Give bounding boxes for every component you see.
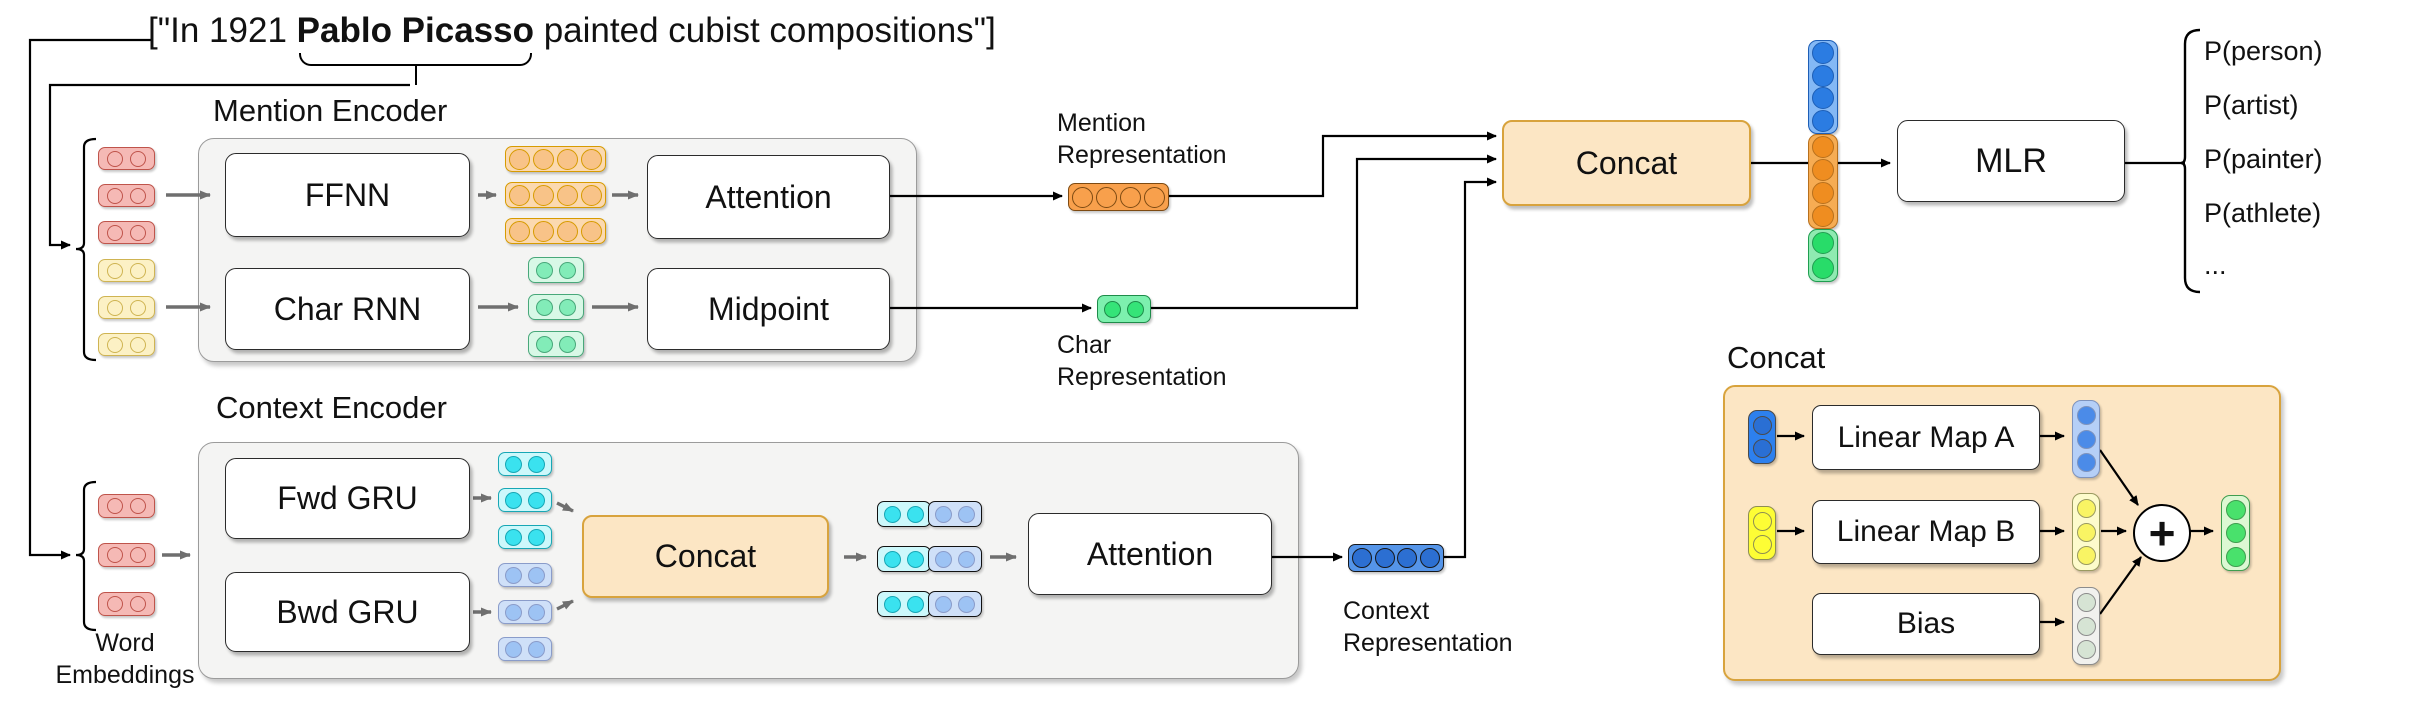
mlr-box: MLR xyxy=(1897,120,2125,202)
fwd-gru-state-pill xyxy=(498,488,552,512)
char-rnn-output-pill xyxy=(528,257,584,283)
stacked-context-vector xyxy=(1808,40,1838,134)
mention-underbrace xyxy=(298,53,532,85)
ffnn-box: FFNN xyxy=(225,153,470,237)
context-attention-box: Attention xyxy=(1028,513,1272,595)
bwd-gru-box: Bwd GRU xyxy=(225,572,470,652)
input-sentence: ["In 1921 Pablo Picasso painted cubist c… xyxy=(148,10,996,85)
bwd-gru-state-pill xyxy=(498,563,552,587)
stacked-mention-vector xyxy=(1808,134,1838,229)
bwd-gru-state-pill xyxy=(498,600,552,624)
main-concat-label: Concat xyxy=(1575,144,1678,181)
sum-node: + xyxy=(2133,504,2191,562)
output-probability: P(athlete) xyxy=(2204,198,2322,228)
mention-representation-label: Mention Representation xyxy=(1057,109,1227,169)
fwd-gru-box: Fwd GRU xyxy=(225,458,470,539)
linear-map-b-box: Linear Map B xyxy=(1812,500,2040,564)
ffnn-output-pill xyxy=(505,218,606,244)
mention-word-embedding-pill xyxy=(98,221,155,244)
context-representation-pill xyxy=(1348,544,1444,572)
bias-output-pill xyxy=(2072,587,2100,665)
output-probability: P(artist) xyxy=(2204,90,2299,120)
char-rnn-output-pill xyxy=(528,294,584,320)
context-word-embedding-pill xyxy=(98,592,155,616)
ffnn-output-pill xyxy=(505,146,606,172)
midpoint-box: Midpoint xyxy=(647,268,890,350)
char-representation-pill xyxy=(1097,295,1151,323)
ffnn-label: FFNN xyxy=(304,176,391,213)
context-encoder-title: Context Encoder xyxy=(216,390,447,425)
concat-state-pill xyxy=(877,501,982,527)
fwd-gru-state-pill xyxy=(498,452,552,476)
mention-representation-pill xyxy=(1068,183,1169,211)
mention-span: Pablo Picasso xyxy=(296,10,534,85)
char-rnn-label: Char RNN xyxy=(273,290,422,327)
fwd-gru-state-pill xyxy=(498,525,552,549)
ffnn-output-pill xyxy=(505,182,606,208)
detail-input-a-pill xyxy=(1748,410,1776,464)
bwd-gru-state-pill xyxy=(498,637,552,661)
midpoint-label: Midpoint xyxy=(708,290,829,327)
bwd-gru-label: Bwd GRU xyxy=(276,593,419,630)
mention-word-embedding-pill xyxy=(98,184,155,207)
concat-state-pill xyxy=(877,546,982,572)
sentence-prefix: ["In 1921 xyxy=(148,11,297,50)
mention-attention-box: Attention xyxy=(647,155,890,239)
context-attention-label: Attention xyxy=(1086,535,1214,572)
mention-char-embedding-pill xyxy=(98,333,155,356)
output-probability-ellipsis: ... xyxy=(2204,250,2227,280)
word-embeddings-label: Word Embeddings xyxy=(55,629,195,689)
mention-char-embedding-pill xyxy=(98,259,155,282)
detail-sum-output-pill xyxy=(2221,495,2250,571)
mention-text: Pablo Picasso xyxy=(296,11,534,50)
linear-map-a-box: Linear Map A xyxy=(1812,405,2040,470)
concat-state-pill xyxy=(877,591,982,617)
main-concat-box: Concat xyxy=(1502,120,1751,206)
mention-char-embedding-pill xyxy=(98,296,155,319)
detail-input-b-pill xyxy=(1748,506,1776,560)
detail-output-a-pill xyxy=(2072,400,2100,478)
output-probability: P(person) xyxy=(2204,36,2323,66)
output-probability: P(painter) xyxy=(2204,144,2323,174)
bias-box: Bias xyxy=(1812,593,2040,655)
char-rnn-box: Char RNN xyxy=(225,268,470,350)
mention-word-embedding-pill xyxy=(98,147,155,170)
char-representation-label: Char Representation xyxy=(1057,331,1227,391)
mention-attention-label: Attention xyxy=(705,178,832,215)
stacked-char-vector xyxy=(1808,229,1838,282)
sentence-suffix: painted cubist compositions"] xyxy=(533,11,996,50)
mlr-label: MLR xyxy=(1975,141,2047,180)
char-rnn-output-pill xyxy=(528,331,584,357)
context-word-embedding-pill xyxy=(98,494,155,518)
bias-label: Bias xyxy=(1896,607,1956,640)
context-representation-label: Context Representation xyxy=(1343,597,1513,657)
mention-encoder-title: Mention Encoder xyxy=(213,93,448,128)
context-word-embedding-pill xyxy=(98,543,155,567)
detail-output-b-pill xyxy=(2072,493,2100,571)
fwd-gru-label: Fwd GRU xyxy=(277,480,418,516)
context-concat-label: Concat xyxy=(654,538,757,574)
underbrace-stem xyxy=(415,64,418,85)
linear-map-b-label: Linear Map B xyxy=(1836,515,2016,548)
linear-map-a-label: Linear Map A xyxy=(1837,420,2015,454)
context-concat-box: Concat xyxy=(582,515,829,598)
concat-detail-title: Concat xyxy=(1727,340,1826,375)
